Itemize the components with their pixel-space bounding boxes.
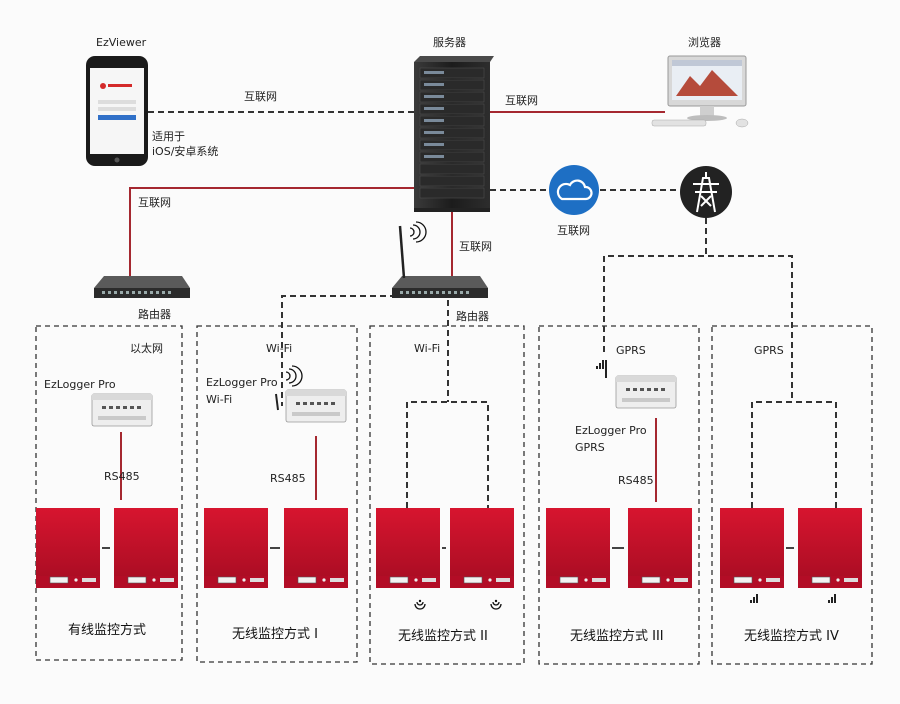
section4-logger: EzLogger Pro	[575, 424, 647, 437]
link-server-router1	[129, 187, 414, 276]
link-label-phone-server: 互联网	[244, 90, 277, 103]
router-2	[392, 221, 488, 298]
section1-bus: RS485	[104, 470, 140, 483]
section4-link: GPRS	[616, 344, 646, 357]
inverter-1b	[113, 507, 179, 589]
router2-label: 路由器	[456, 310, 489, 323]
inverter-2b	[283, 507, 349, 589]
section4-title: 无线监控方式 III	[570, 629, 664, 644]
section-box-1	[35, 325, 183, 661]
section5-link: GPRS	[754, 344, 784, 357]
router-1	[94, 276, 190, 298]
inverter-5a	[719, 507, 785, 589]
inverter-4a	[545, 507, 611, 589]
logger-1	[91, 393, 153, 427]
phone-os-line1: 适用于	[152, 130, 185, 143]
wireless-links	[148, 111, 837, 508]
section-box-2	[196, 325, 358, 663]
section3-title: 无线监控方式 II	[398, 629, 488, 644]
browser-label: 浏览器	[688, 36, 721, 49]
section5-title: 无线监控方式 IV	[744, 629, 839, 644]
link-tower-gprs	[603, 255, 793, 400]
logger-3	[596, 360, 677, 409]
router1-label: 路由器	[138, 308, 171, 321]
section-boxes	[35, 325, 873, 665]
section1-logger: EzLogger Pro	[44, 378, 116, 391]
inverter-1a	[35, 507, 101, 589]
browser-monitor	[651, 55, 749, 128]
section-box-3	[369, 325, 525, 665]
section2-title: 无线监控方式 I	[232, 627, 318, 642]
inverters	[35, 507, 863, 589]
inverter-3a	[375, 507, 441, 589]
phone-os-line2: iOS/安卓系统	[152, 145, 219, 158]
wifi-marks	[414, 599, 502, 610]
phone-label: EzViewer	[96, 36, 147, 49]
link-section3-inverters	[406, 401, 489, 508]
section4-logger-type: GPRS	[575, 441, 605, 454]
section-box-5	[711, 325, 873, 665]
inverter-4b	[627, 507, 693, 589]
link-router2-logger2	[281, 295, 396, 406]
section3-link: Wi-Fi	[414, 342, 441, 355]
inverter-5b	[797, 507, 863, 589]
logger-2	[275, 365, 347, 423]
power-tower-icon	[680, 166, 732, 218]
section4-bus: RS485	[618, 474, 654, 487]
link-label-server-browser: 互联网	[505, 94, 538, 107]
section2-bus: RS485	[270, 472, 306, 485]
inverter-3b	[449, 507, 515, 589]
link-label-server-router1: 互联网	[138, 196, 171, 209]
section2-logger: EzLogger Pro	[206, 376, 278, 389]
section1-title: 有线监控方式	[68, 623, 147, 638]
section1-link: 以太网	[130, 342, 163, 355]
server-rack	[414, 56, 494, 212]
phone-device	[86, 56, 148, 166]
link-label-server-router2: 互联网	[459, 240, 492, 253]
link-label-cloud: 互联网	[557, 224, 590, 237]
section2-logger-type: Wi-Fi	[206, 393, 233, 406]
inverter-2a	[203, 507, 269, 589]
server-label: 服务器	[433, 36, 466, 49]
wired-links	[120, 111, 665, 502]
link-section5-inverters	[751, 401, 837, 508]
cloud-icon	[549, 165, 599, 215]
section2-link: Wi-Fi	[266, 342, 293, 355]
gprs-marks	[750, 594, 836, 603]
section-box-4	[538, 325, 700, 665]
